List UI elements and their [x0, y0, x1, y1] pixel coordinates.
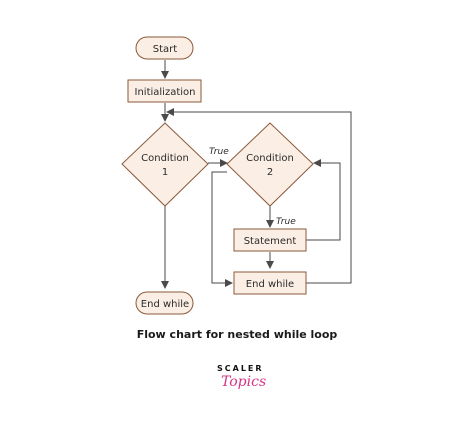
node-statement: Statement — [233, 228, 307, 252]
node-condition-1-line2: 1 — [162, 167, 168, 178]
node-statement-label: Statement — [244, 236, 297, 247]
node-condition-2-line1: Condition — [246, 153, 294, 164]
node-condition-2-line2: 2 — [267, 167, 273, 178]
node-condition-1-line1: Condition — [141, 153, 189, 164]
node-end-while-inner-label: End while — [246, 279, 294, 290]
node-end-while-outer: End while — [135, 291, 194, 315]
diagram-caption: Flow chart for nested while loop — [136, 328, 338, 341]
node-condition-1: Condition 1 — [121, 122, 209, 207]
node-end-while-inner: End while — [233, 271, 307, 295]
scaler-topics-logo: SCALER Topics — [205, 362, 275, 402]
flowchart: Start Initialization Condition 1 Conditi… — [121, 36, 352, 315]
node-initialization-label: Initialization — [135, 87, 196, 98]
edge-statement-loop-to-cond2 — [306, 159, 341, 241]
edge-label-true-outer: True — [209, 147, 229, 157]
node-condition-2: Condition 2 — [226, 122, 314, 207]
edge-label-true-inner: True — [276, 217, 296, 227]
logo-text-topics: Topics — [221, 374, 267, 390]
edge-endwhile-loop-to-cond1 — [166, 108, 352, 284]
logo-text-scaler: SCALER — [217, 364, 264, 373]
node-start: Start — [135, 36, 194, 60]
node-end-while-outer-label: End while — [141, 299, 189, 310]
node-initialization: Initialization — [127, 79, 202, 103]
edge-cond2-false-to-endwhile — [211, 171, 233, 287]
node-start-label: Start — [153, 44, 178, 55]
edges — [161, 60, 352, 289]
